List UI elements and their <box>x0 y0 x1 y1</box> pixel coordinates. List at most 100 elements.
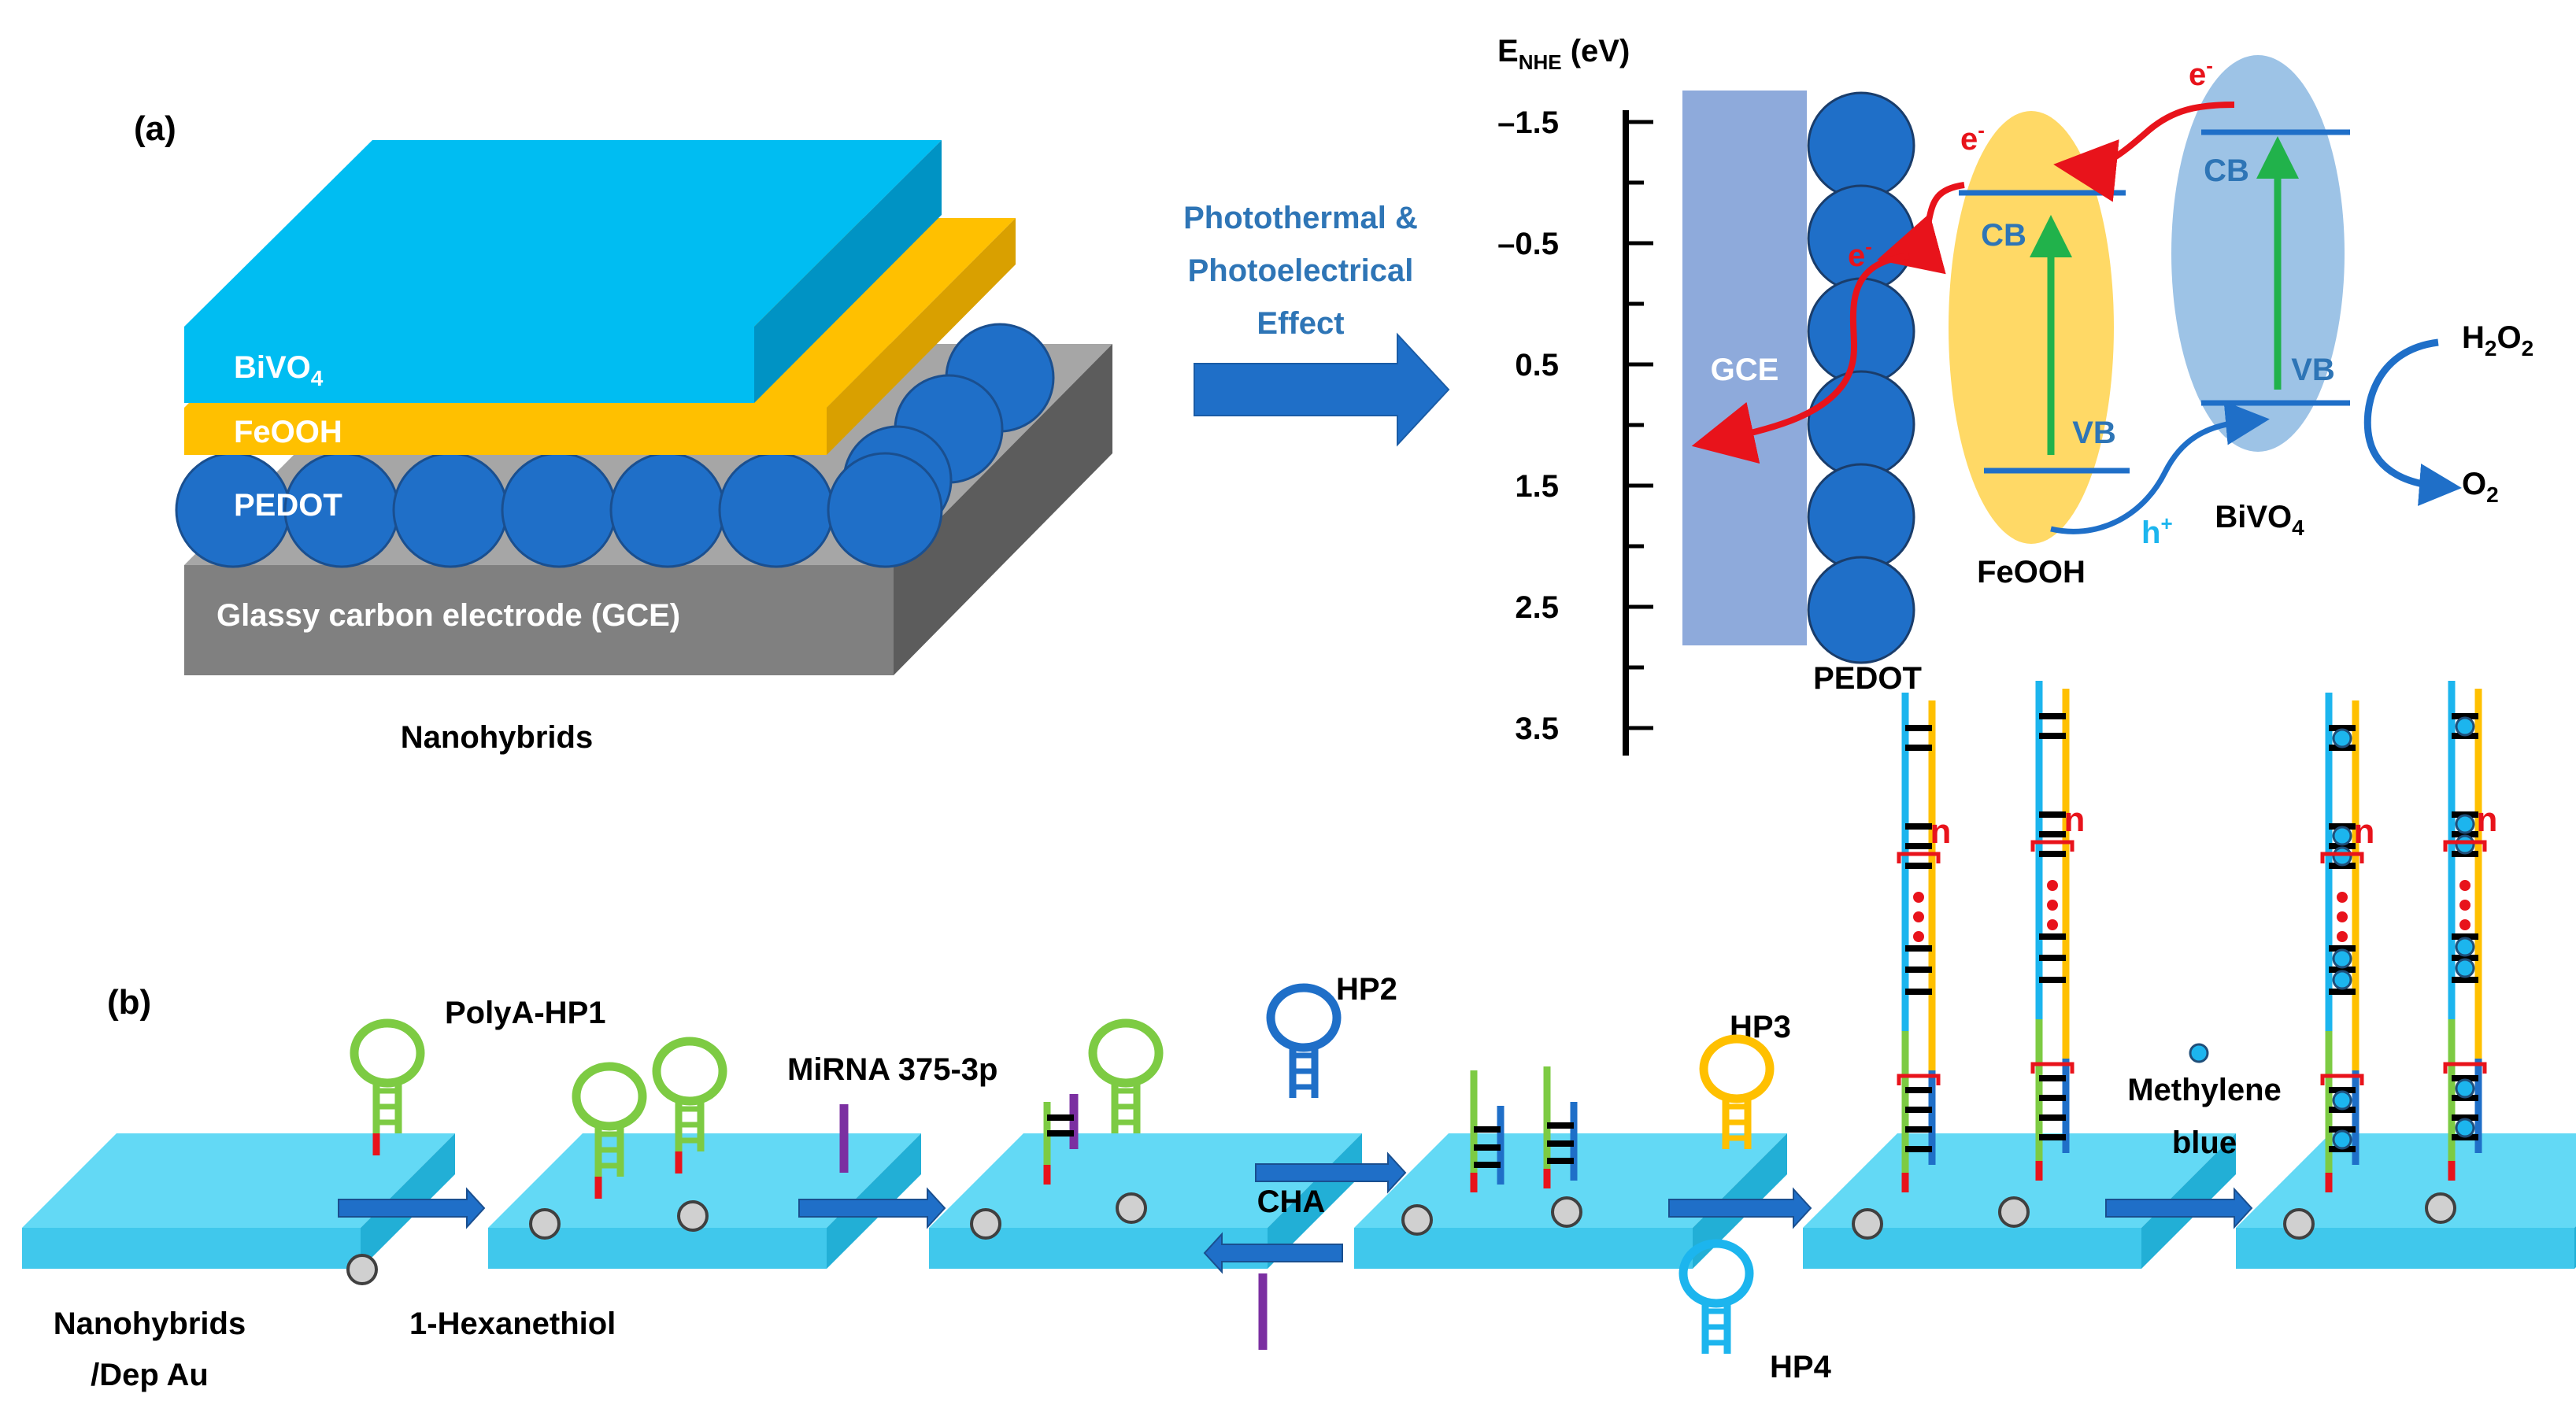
methylene-blue-molecule <box>2455 937 2475 957</box>
repeat-bracket <box>1897 1074 1941 1085</box>
pedot-sphere-layer <box>175 323 1055 568</box>
h2o2-label: H2O2 <box>2462 320 2533 360</box>
hexanethiol-label: 1-Hexanethiol <box>409 1307 616 1341</box>
cha-label: CHA <box>1257 1185 1326 1219</box>
pedot-sphere <box>718 452 835 568</box>
axis-tick-label: 1.5 <box>1515 469 1559 504</box>
pedot-band-sphere <box>1807 91 1915 200</box>
pedot-sphere <box>827 452 943 568</box>
process-arrow <box>2105 1187 2253 1229</box>
methylene-blue-molecule <box>2455 1078 2475 1099</box>
repeat-n-label: n <box>2064 800 2086 839</box>
bivo4-layer <box>184 140 942 403</box>
feooh-layer-label: FeOOH <box>234 415 342 449</box>
repeat-bracket <box>2030 840 2074 852</box>
repeat-dot <box>2047 900 2058 911</box>
process-arrow <box>1668 1187 1812 1229</box>
hexanethiol-dot <box>1852 1208 1883 1240</box>
methylene-blue-molecule <box>2332 948 2352 969</box>
process-arrow <box>1255 1151 1407 1194</box>
hexanethiol-dot <box>1116 1192 1147 1224</box>
repeat-dot <box>2047 919 2058 930</box>
panel-a-label: (a) <box>134 109 176 148</box>
substrate-platform <box>929 1133 1362 1269</box>
substrate-platform <box>2236 1133 2576 1269</box>
repeat-dot <box>2459 900 2471 911</box>
repeat-dot <box>2459 880 2471 891</box>
methylene-blue-molecule <box>2455 958 2475 978</box>
hexanethiol-dot <box>1998 1196 2030 1228</box>
repeat-bracket <box>2443 840 2487 852</box>
repeat-bracket <box>2320 852 2364 863</box>
methylene-blue-legend-dot <box>2189 1043 2209 1063</box>
hexanethiol-legend-dot <box>346 1254 378 1285</box>
bivo4-ellipse <box>2171 55 2345 452</box>
methylene-blue-line-2: blue <box>2172 1125 2237 1160</box>
hexanethiol-dot <box>2283 1208 2315 1240</box>
pedot-band-sphere <box>1807 277 1915 386</box>
methylene-blue-molecule <box>2455 1118 2475 1138</box>
hexanethiol-dot <box>1551 1196 1582 1228</box>
repeat-bracket <box>2443 1062 2487 1074</box>
axis-tick-label: 0.5 <box>1515 348 1559 383</box>
pedot-band-sphere <box>1807 556 1915 664</box>
nanohybrids-dep-au-line-1: Nanohybrids <box>54 1307 246 1341</box>
bivo4-band-label: BiVO4 <box>2215 500 2304 540</box>
effect-block-arrow <box>1194 332 1450 447</box>
hexanethiol-dot <box>970 1208 1001 1240</box>
effect-text-line-3: Effect <box>1257 306 1344 341</box>
repeat-dot <box>2337 931 2348 942</box>
repeat-dot <box>2047 880 2058 891</box>
pedot-layer-label: PEDOT <box>234 488 342 523</box>
energy-axis-ticks: –1.5 –0.5 0.5 1.5 2.5 3.5 <box>1497 105 1653 746</box>
hexanethiol-dot <box>1401 1204 1433 1236</box>
repeat-dot <box>2337 892 2348 903</box>
process-arrow <box>338 1187 486 1229</box>
methylene-blue-molecule <box>2455 834 2475 855</box>
electron-arrow-bivo4-to-feooh <box>2053 102 2235 202</box>
repeat-dot <box>2337 911 2348 922</box>
effect-text-line-1: Photothermal & <box>1183 201 1418 235</box>
pedot-sphere <box>392 452 509 568</box>
hexanethiol-dot <box>2425 1192 2456 1224</box>
feooh-cb-label: CB <box>1981 218 2026 253</box>
hole-label: h+ <box>2141 512 2173 550</box>
bivo4-layer-label: BiVO4 <box>234 350 324 390</box>
methylene-blue-molecule <box>2332 1129 2352 1150</box>
pedot-band-sphere <box>1807 370 1915 479</box>
methylene-blue-molecule <box>2332 970 2352 990</box>
hairpin-probe <box>1266 983 1342 1098</box>
hairpin-probe <box>572 1062 647 1199</box>
hairpin-probe <box>1678 1239 1754 1354</box>
axis-tick-label: 2.5 <box>1515 590 1559 625</box>
repeat-bracket <box>1897 852 1941 863</box>
methylene-blue-molecule <box>2332 846 2352 867</box>
hairpin-probe <box>1088 1018 1164 1133</box>
gce-layer-label: Glassy carbon electrode (GCE) <box>217 598 680 633</box>
repeat-n-label: n <box>2354 812 2375 851</box>
pedot-band-sphere <box>1807 463 1915 571</box>
repeat-dot <box>2459 919 2471 930</box>
axis-tick-label: –0.5 <box>1497 227 1559 261</box>
process-arrow <box>1203 1232 1343 1274</box>
h2o2-to-o2-arrow <box>2363 338 2462 506</box>
electron-label-3: e- <box>1848 235 1872 273</box>
methylene-blue-molecule <box>2455 814 2475 834</box>
methylene-blue-molecule <box>2455 716 2475 737</box>
axis-tick-label: –1.5 <box>1497 105 1559 140</box>
hairpin-probe <box>1699 1034 1775 1149</box>
bivo4-vb-label: VB <box>2291 353 2335 387</box>
hp4-label: HP4 <box>1770 1350 1832 1384</box>
polya-hp1-label: PolyA-HP1 <box>445 996 606 1030</box>
hairpin-probe <box>350 1018 425 1155</box>
electron-label-1: e- <box>2189 54 2213 92</box>
feooh-ellipse <box>1949 111 2114 544</box>
hp2-label: HP2 <box>1336 972 1397 1007</box>
process-arrow <box>798 1187 946 1229</box>
axis-tick-label: 3.5 <box>1515 712 1559 746</box>
gce-band-rect <box>1682 91 1807 645</box>
energy-axis-title: ENHE (eV) <box>1497 34 1630 74</box>
bivo4-cb-label: CB <box>2204 153 2249 188</box>
